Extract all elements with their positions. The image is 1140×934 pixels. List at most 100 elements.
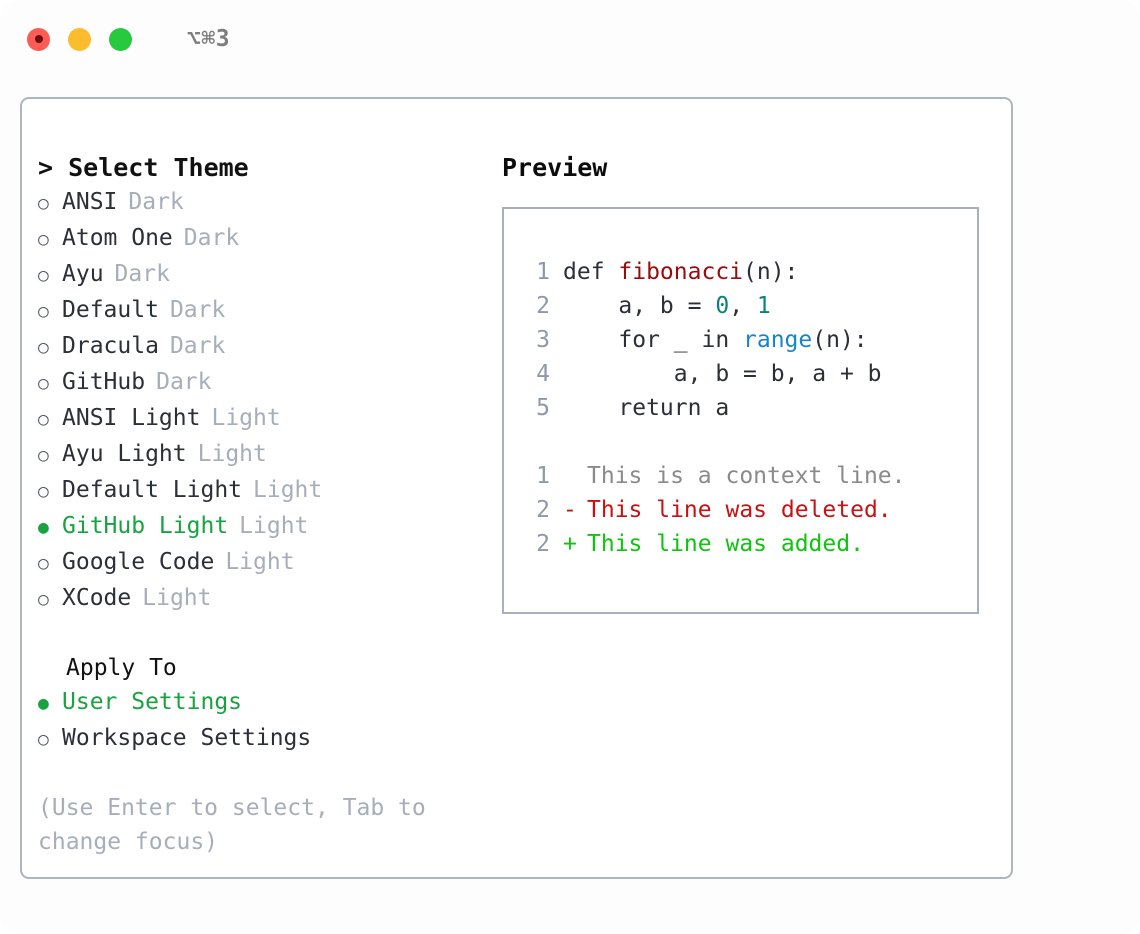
- diff-line-number: 1: [536, 463, 550, 489]
- keyboard-hint-text: (Use Enter to select, Tab to change focu…: [38, 795, 426, 855]
- radio-unselected-icon: ○: [38, 193, 49, 214]
- diff-text: This line was added.: [587, 531, 864, 557]
- radio-unselected-icon: ○: [38, 373, 49, 394]
- maximize-button[interactable]: [109, 27, 132, 51]
- diff-line-number: 2: [536, 531, 550, 557]
- theme-category-label: Dark: [183, 225, 240, 251]
- radio-unselected-icon: ○: [38, 229, 49, 250]
- window-controls: [27, 27, 132, 51]
- theme-name-label: Dracula: [62, 333, 159, 359]
- code-line: 2 a, b = 0, 1: [524, 289, 977, 323]
- code-token: 0: [715, 293, 730, 319]
- preview-spacer: [524, 425, 977, 459]
- code-token: a, b =: [563, 293, 716, 319]
- diff-line-number: 2: [536, 497, 550, 523]
- theme-option[interactable]: ○ ANSI Light Light: [38, 401, 488, 437]
- theme-category-label: Dark: [169, 333, 226, 359]
- code-token: (n):: [743, 259, 799, 285]
- theme-name-label: Ayu: [62, 261, 104, 287]
- theme-name-label: Atom One: [62, 225, 173, 251]
- theme-option[interactable]: ○ Ayu Dark: [38, 257, 488, 293]
- theme-option[interactable]: ○ Default Light Light: [38, 473, 488, 509]
- diff-marker: -: [563, 497, 577, 523]
- theme-name-label: ANSI: [62, 189, 118, 215]
- code-token: for _ in: [563, 327, 744, 353]
- theme-option[interactable]: ○ ANSI Dark: [38, 185, 488, 221]
- preview-heading: Preview: [502, 153, 608, 182]
- minimize-button[interactable]: [68, 27, 91, 51]
- theme-category-label: Light: [253, 477, 323, 503]
- apply-to-option-label: Workspace Settings: [62, 725, 312, 751]
- apply-to-option-label: User Settings: [62, 689, 243, 715]
- radio-selected-icon: ●: [38, 517, 49, 538]
- code-line-number: 2: [536, 293, 550, 319]
- diff-line: 1 This is a context line.: [524, 459, 977, 493]
- code-line: 5 return a: [524, 391, 977, 425]
- code-line-number: 5: [536, 395, 550, 421]
- radio-unselected-icon: ○: [38, 553, 49, 574]
- code-token: ,: [729, 293, 757, 319]
- theme-name-label: Default: [62, 297, 159, 323]
- diff-sample: 1 This is a context line.2-This line was…: [524, 459, 977, 561]
- theme-option[interactable]: ○ Dracula Dark: [38, 329, 488, 365]
- diff-line: 2-This line was deleted.: [524, 493, 977, 527]
- apply-to-option[interactable]: ○Workspace Settings: [38, 721, 488, 757]
- code-line: 4 a, b = b, a + b: [524, 357, 977, 391]
- diff-line: 2+This line was added.: [524, 527, 977, 561]
- apply-to-option[interactable]: ● User Settings: [38, 685, 488, 721]
- keyboard-shortcut-label: ⌥⌘3: [187, 25, 231, 52]
- code-line: 3 for _ in range(n):: [524, 323, 977, 357]
- code-line-number: 4: [536, 361, 550, 387]
- theme-option[interactable]: ○ Atom One Dark: [38, 221, 488, 257]
- theme-name-label: Google Code: [62, 549, 215, 575]
- code-token: return a: [563, 395, 730, 421]
- theme-category-label: Light: [197, 441, 267, 467]
- theme-category-label: Dark: [128, 189, 184, 215]
- theme-name-label: GitHub: [62, 369, 146, 395]
- theme-category-label: Light: [225, 549, 295, 575]
- diff-text: This is a context line.: [587, 463, 906, 489]
- code-token: 1: [756, 293, 771, 319]
- theme-category-label: Dark: [114, 261, 170, 287]
- theme-name-label: XCode: [62, 585, 132, 611]
- select-theme-heading: > Select Theme: [38, 153, 249, 182]
- radio-unselected-icon: ○: [38, 481, 49, 502]
- close-button[interactable]: [27, 27, 50, 51]
- apply-to-heading: Apply To: [66, 655, 177, 681]
- diff-text: This line was deleted.: [587, 497, 892, 523]
- radio-unselected-icon: ○: [38, 265, 49, 286]
- theme-name-label: Ayu Light: [62, 441, 187, 467]
- diff-marker: [563, 459, 587, 493]
- theme-category-label: Light: [211, 405, 281, 431]
- code-token: range: [743, 327, 813, 353]
- theme-name-label: ANSI Light: [62, 405, 201, 431]
- theme-category-label: Light: [142, 585, 212, 611]
- radio-unselected-icon: ○: [38, 409, 49, 430]
- title-bar: ⌥⌘3: [0, 0, 1140, 78]
- radio-unselected-icon: ○: [38, 337, 49, 358]
- theme-category-label: Dark: [169, 297, 226, 323]
- code-line-number: 3: [536, 327, 550, 353]
- theme-category-label: Light: [239, 513, 309, 539]
- radio-selected-icon: ●: [38, 693, 49, 714]
- code-token: def: [563, 259, 619, 285]
- code-token: fibonacci: [618, 259, 744, 285]
- theme-option[interactable]: ○ Google Code Light: [38, 545, 488, 581]
- theme-name-label: Default Light: [62, 477, 243, 503]
- apply-to-options[interactable]: ● User Settings ○Workspace Settings: [38, 685, 488, 757]
- code-token: (n):: [812, 327, 868, 353]
